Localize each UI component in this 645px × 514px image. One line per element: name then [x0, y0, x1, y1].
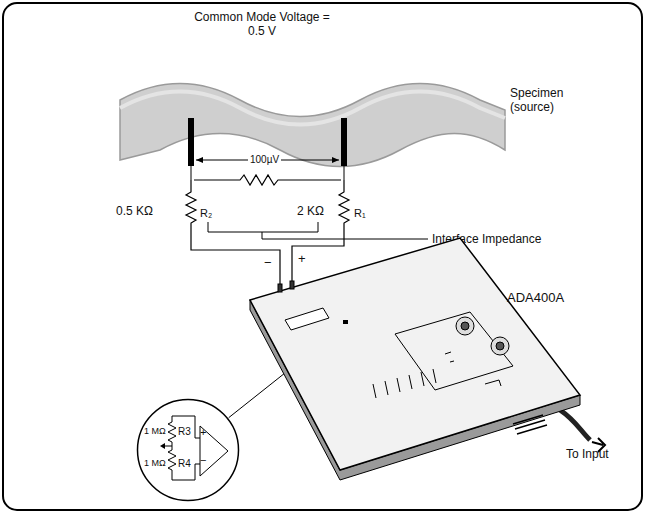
node-text: 1 MΩ [144, 426, 166, 437]
specimen-highlight [120, 92, 505, 125]
inset-circuit: 1 MΩ R3 +1 MΩ R4− [136, 398, 240, 502]
wire [191, 232, 280, 290]
dimension-label: 100µV [248, 153, 281, 167]
control-panel [395, 312, 513, 390]
specimen-label: Specimen (source) [510, 86, 572, 114]
part-name: R₁ [354, 206, 366, 220]
resistor-symbol [186, 180, 196, 232]
node-shape [245, 234, 590, 484]
node-shape [136, 398, 240, 502]
amplifier-symbol [200, 426, 228, 476]
probe-amplifier: ADA400A [245, 234, 590, 484]
electrode [341, 118, 347, 166]
resistor-symbol [194, 175, 341, 185]
frame [3, 3, 642, 510]
pin-name: + [298, 252, 306, 266]
indicator [343, 320, 348, 324]
bnc-connector [456, 317, 474, 335]
node-text: R3 [178, 426, 191, 438]
specimen-band [120, 84, 505, 167]
node-text: 1 MΩ [144, 458, 166, 469]
probe-body [250, 238, 580, 470]
node-text: + [200, 426, 206, 439]
resistance-value: 2 KΩ [297, 204, 324, 218]
output-label: To Input [566, 447, 609, 461]
ground-arrow [160, 443, 165, 449]
wire [162, 416, 200, 480]
node-text: ADA400A [507, 290, 564, 305]
pin-name: − [264, 256, 272, 270]
resistor-symbol [339, 180, 349, 232]
switch-marks [373, 352, 501, 398]
leader-line [229, 369, 290, 418]
nameplate [513, 415, 547, 434]
electrode [188, 118, 194, 166]
node-text: R4 [178, 458, 191, 470]
voltage-note: Common Mode Voltage = 0.5 V [192, 10, 332, 38]
input-terminal [278, 284, 282, 292]
resistor-symbol [168, 416, 176, 480]
resistance-value: 0.5 KΩ [116, 204, 153, 218]
bnc-connector [491, 337, 509, 355]
part-name: R₂ [200, 206, 212, 220]
display-window [285, 308, 329, 330]
bnc-connector [496, 342, 504, 350]
node-text: − [200, 454, 206, 467]
bnc-connector [461, 322, 469, 330]
inset-outline [138, 400, 239, 501]
input-terminal [290, 281, 294, 289]
